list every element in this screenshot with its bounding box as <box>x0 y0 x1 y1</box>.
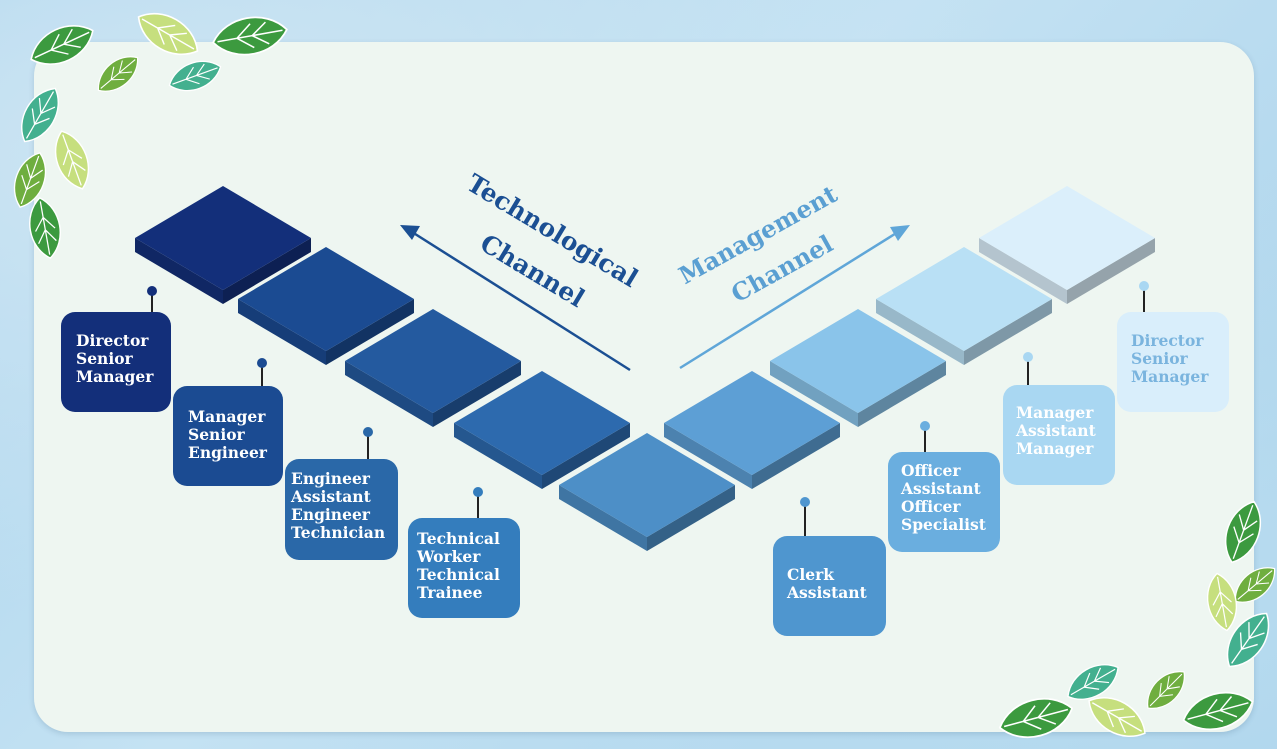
tech-level-2-line-1: Manager <box>188 407 266 426</box>
mgmt-level-3-line-1: Manager <box>1016 403 1094 422</box>
mgmt-level-3-line-2: Assistant <box>1016 421 1096 440</box>
step-block-5 <box>559 433 735 551</box>
connector-pins <box>147 281 1149 537</box>
step-blocks <box>135 186 1155 551</box>
step-block-3 <box>345 309 521 427</box>
tech-level-3-line-3: Engineer <box>291 505 370 524</box>
mgmt-level-1-line-2: Assistant <box>787 583 867 602</box>
tech-level-4-box: Technical Worker Technical Trainee <box>408 518 520 618</box>
leaf-icon-2 <box>137 12 199 56</box>
tech-level-3-line-1: Engineer <box>291 469 370 488</box>
management-channel-title: Management Channel <box>674 179 842 308</box>
connector-pin-3 <box>363 427 373 460</box>
leaf-icon-6 <box>21 87 59 143</box>
mgmt-level-1-line-1: Clerk <box>787 565 834 584</box>
connector-pin-1 <box>147 286 157 313</box>
leaf-icon-9 <box>29 196 61 260</box>
tech-level-1-line-2: Senior <box>76 349 133 368</box>
mgmt-level-4-line-3: Manager <box>1131 367 1209 386</box>
leaf-icon-8 <box>13 152 47 208</box>
leaf-icon-14 <box>1067 664 1119 700</box>
management-arrowhead <box>890 225 910 241</box>
arrows <box>400 225 910 372</box>
leaf-icon-12 <box>1207 572 1237 632</box>
step-block-7 <box>770 309 946 427</box>
tech-level-4-line-1: Technical <box>417 529 500 548</box>
leaf-icon-5 <box>168 60 222 92</box>
tech-level-2-box: Manager Senior Engineer <box>173 386 283 486</box>
tech-level-2-line-3: Engineer <box>188 443 267 462</box>
management-arrow-line <box>679 230 899 370</box>
connector-pin-2 <box>257 358 267 387</box>
tech-level-1-line-3: Manager <box>76 367 154 386</box>
connector-pin-5 <box>800 497 810 537</box>
step-block-1 <box>135 186 311 304</box>
connector-pin-8 <box>1139 281 1149 313</box>
leaf-icon-10 <box>1224 500 1262 564</box>
leaf-icon-3 <box>212 16 288 56</box>
step-block-4 <box>454 371 630 489</box>
technological-channel-title: Technological Channel <box>462 168 643 313</box>
step-block-2 <box>238 247 414 365</box>
mgmt-level-4-line-1: Director <box>1131 331 1204 350</box>
tech-level-1-box: Director Senior Manager <box>61 312 171 412</box>
step-block-6 <box>664 371 840 489</box>
step-block-8 <box>876 247 1052 365</box>
leaf-icon-16 <box>998 698 1074 738</box>
leaf-icon-15 <box>1147 671 1185 709</box>
mgmt-level-2-line-2: Assistant <box>901 479 981 498</box>
tech-level-1-line-1: Director <box>76 331 149 350</box>
mgmt-level-2-line-3: Officer <box>901 497 961 516</box>
connector-pin-7 <box>1023 352 1033 386</box>
mgmt-level-2-box: Officer Assistant Officer Specialist <box>888 452 1000 552</box>
technological-arrow-line <box>411 230 631 372</box>
mgmt-level-3-line-3: Manager <box>1016 439 1094 458</box>
technological-arrowhead <box>400 225 420 240</box>
tech-level-2-line-2: Senior <box>188 425 245 444</box>
connector-pin-6 <box>920 421 930 453</box>
leaf-decorations <box>13 12 1276 738</box>
leaf-icon-7 <box>54 130 90 190</box>
leaf-icon-11 <box>1234 567 1276 603</box>
connector-pin-4 <box>473 487 483 519</box>
tech-level-4-line-2: Worker <box>417 547 481 566</box>
mgmt-level-4-line-2: Senior <box>1131 349 1188 368</box>
mgmt-level-2-line-1: Officer <box>901 461 961 480</box>
leaf-icon-17 <box>1088 696 1146 738</box>
mgmt-level-2-line-4: Specialist <box>901 515 986 534</box>
leaf-icon-4 <box>97 56 139 92</box>
mgmt-level-1-box: Clerk Assistant <box>773 536 886 636</box>
tech-level-3-line-2: Assistant <box>291 487 371 506</box>
tech-level-4-line-3: Technical <box>417 565 500 584</box>
tech-level-3-line-4: Technician <box>291 523 386 542</box>
tech-level-3-box: Engineer Assistant Engineer Technician <box>285 459 398 560</box>
step-block-9 <box>979 186 1155 304</box>
leaf-icon-18 <box>1182 691 1254 731</box>
mgmt-level-3-box: Manager Assistant Manager <box>1003 385 1115 485</box>
leaf-icon-13 <box>1226 612 1270 668</box>
mgmt-level-4-box: Director Senior Manager <box>1117 312 1229 412</box>
leaf-icon-1 <box>30 25 94 65</box>
tech-level-4-line-4: Trainee <box>417 583 483 602</box>
